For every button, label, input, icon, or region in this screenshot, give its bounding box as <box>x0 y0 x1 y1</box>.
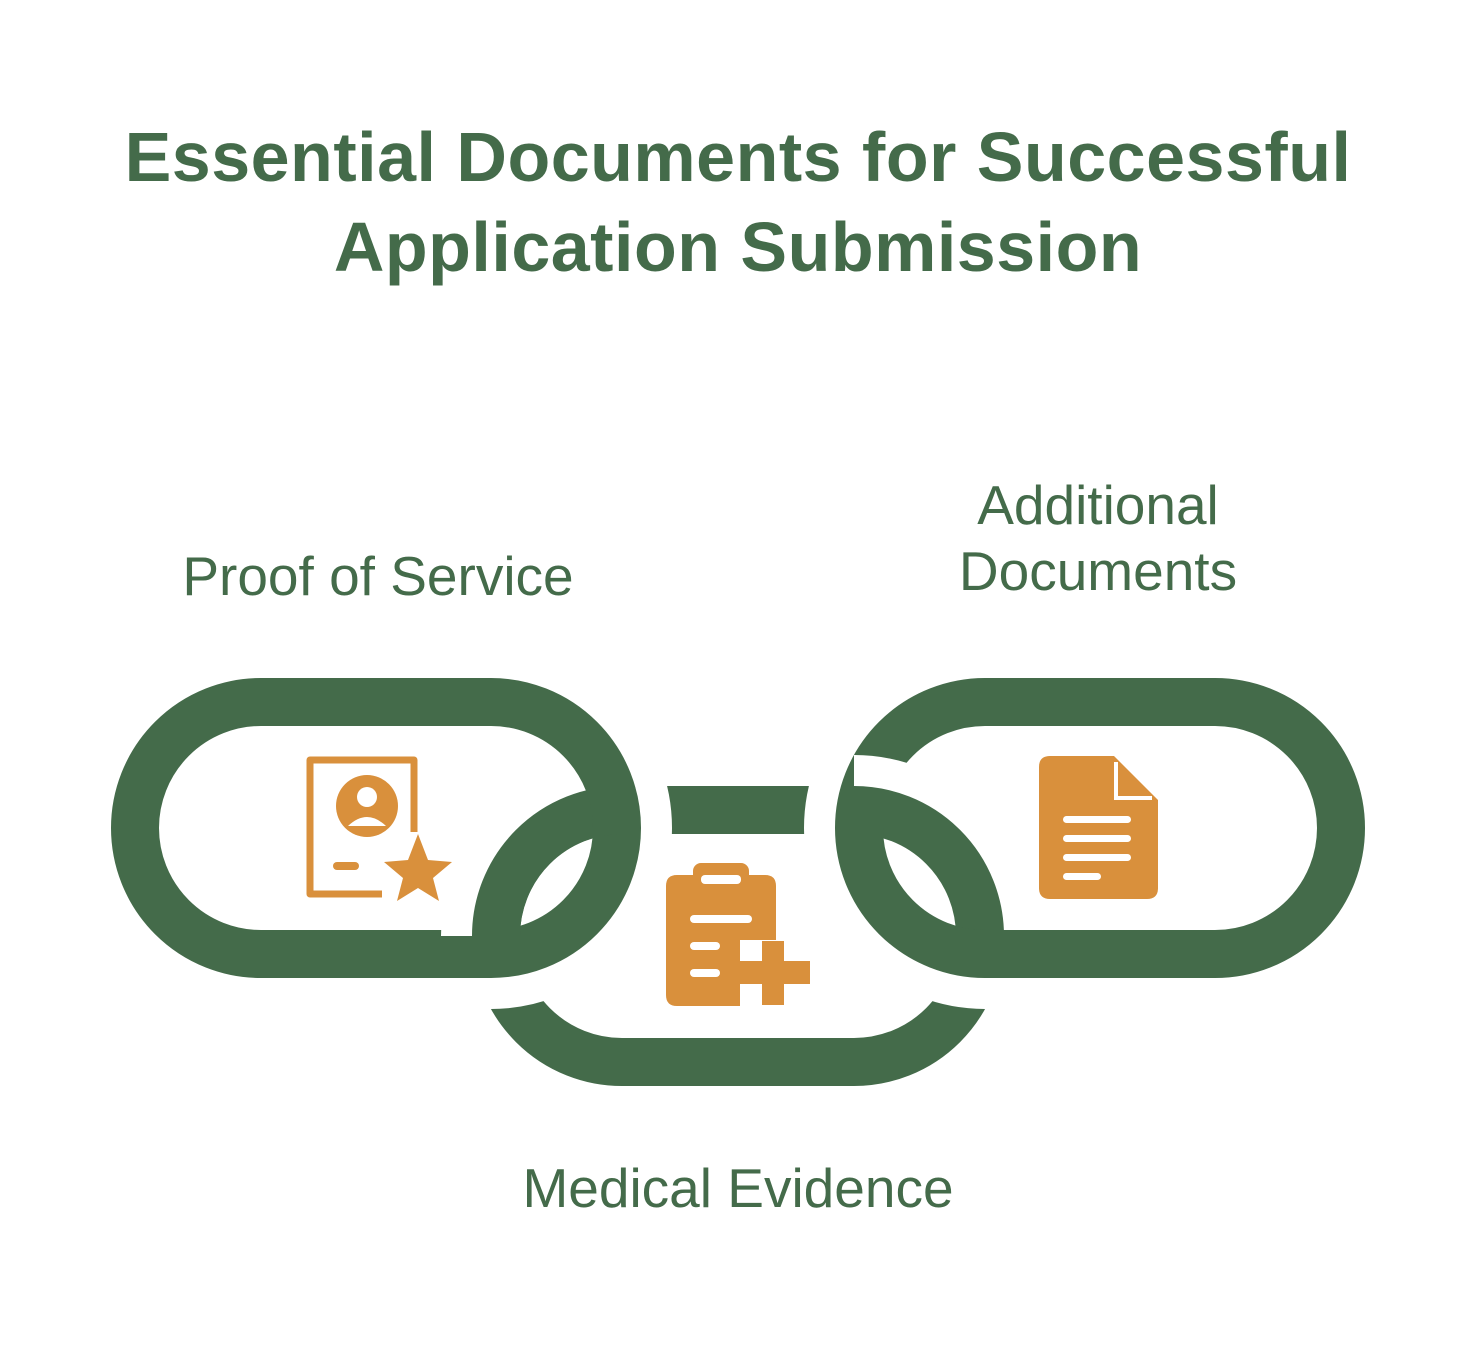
page-title: Essential Documents for Successful Appli… <box>0 112 1476 292</box>
title-line-1: Essential Documents for Successful <box>124 118 1352 196</box>
medical-evidence-label: Medical Evidence <box>470 1155 1006 1221</box>
certificate-star-icon <box>306 756 452 901</box>
clipboard-medical-icon <box>666 863 810 1006</box>
proof-of-service-label-line-1: Proof of Service <box>182 545 574 607</box>
interlock-right <box>853 755 1000 828</box>
proof-of-service-label: Proof of Service <box>140 543 616 609</box>
additional-documents-label-line-1: Additional <box>977 474 1219 536</box>
interlock-left <box>441 828 623 937</box>
additional-documents-label-line-2: Documents <box>958 540 1238 602</box>
document-icon <box>1039 756 1158 899</box>
additional-documents-label: Additional Documents <box>900 472 1296 604</box>
title-line-2: Application Submission <box>333 208 1143 286</box>
medical-evidence-label-line-1: Medical Evidence <box>522 1157 954 1219</box>
